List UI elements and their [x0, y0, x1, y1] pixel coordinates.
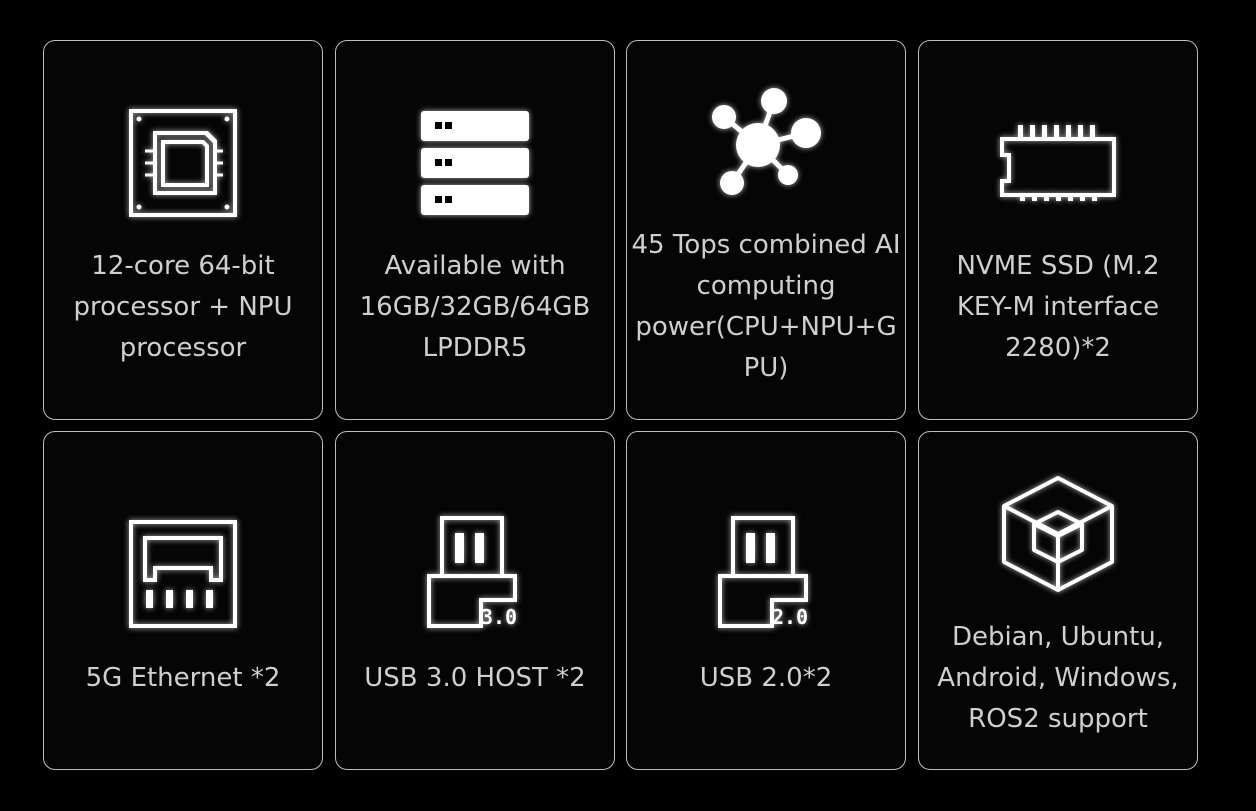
feature-label: USB 2.0*2: [699, 663, 833, 693]
feature-card-usb3: 3.0 USB 3.0 HOST *2: [335, 431, 615, 770]
feature-label: 5G Ethernet *2: [85, 663, 281, 693]
feature-card-processor: 12-core 64-bit processor + NPU processor: [43, 40, 323, 420]
feature-card-usb2: 2.0 USB 2.0*2: [626, 431, 906, 770]
feature-label: Debian, Ubuntu, Android, Windows, ROS2 s…: [937, 622, 1179, 734]
feature-card-ssd: NVME SSD (M.2 KEY-M interface 2280)*2: [918, 40, 1198, 420]
usb-2-icon: 2.0: [627, 516, 905, 630]
os-cube-icon: [919, 474, 1197, 594]
feature-card-ai-computing: 45 Tops combined AI computing power(CPU+…: [626, 40, 906, 420]
usb-3-icon: 3.0: [336, 516, 614, 630]
usb-version-text: 2.0: [772, 605, 808, 629]
memory-server-icon: [336, 111, 614, 217]
ai-network-icon: [627, 85, 905, 199]
feature-card-memory: Available with 16GB/32GB/64GB LPDDR5: [335, 40, 615, 420]
feature-label: NVME SSD (M.2 KEY-M interface 2280)*2: [956, 251, 1160, 363]
processor-chip-icon: [44, 109, 322, 217]
ethernet-port-icon: [44, 520, 322, 628]
ssd-module-icon: [919, 125, 1197, 201]
feature-card-ethernet: 5G Ethernet *2: [43, 431, 323, 770]
feature-label: 12-core 64-bit processor + NPU processor: [73, 251, 293, 363]
feature-card-os-support: Debian, Ubuntu, Android, Windows, ROS2 s…: [918, 431, 1198, 770]
feature-label: 45 Tops combined AI computing power(CPU+…: [631, 230, 901, 383]
usb-version-text: 3.0: [481, 605, 517, 629]
feature-label: Available with 16GB/32GB/64GB LPDDR5: [359, 251, 591, 363]
feature-label: USB 3.0 HOST *2: [364, 663, 586, 693]
